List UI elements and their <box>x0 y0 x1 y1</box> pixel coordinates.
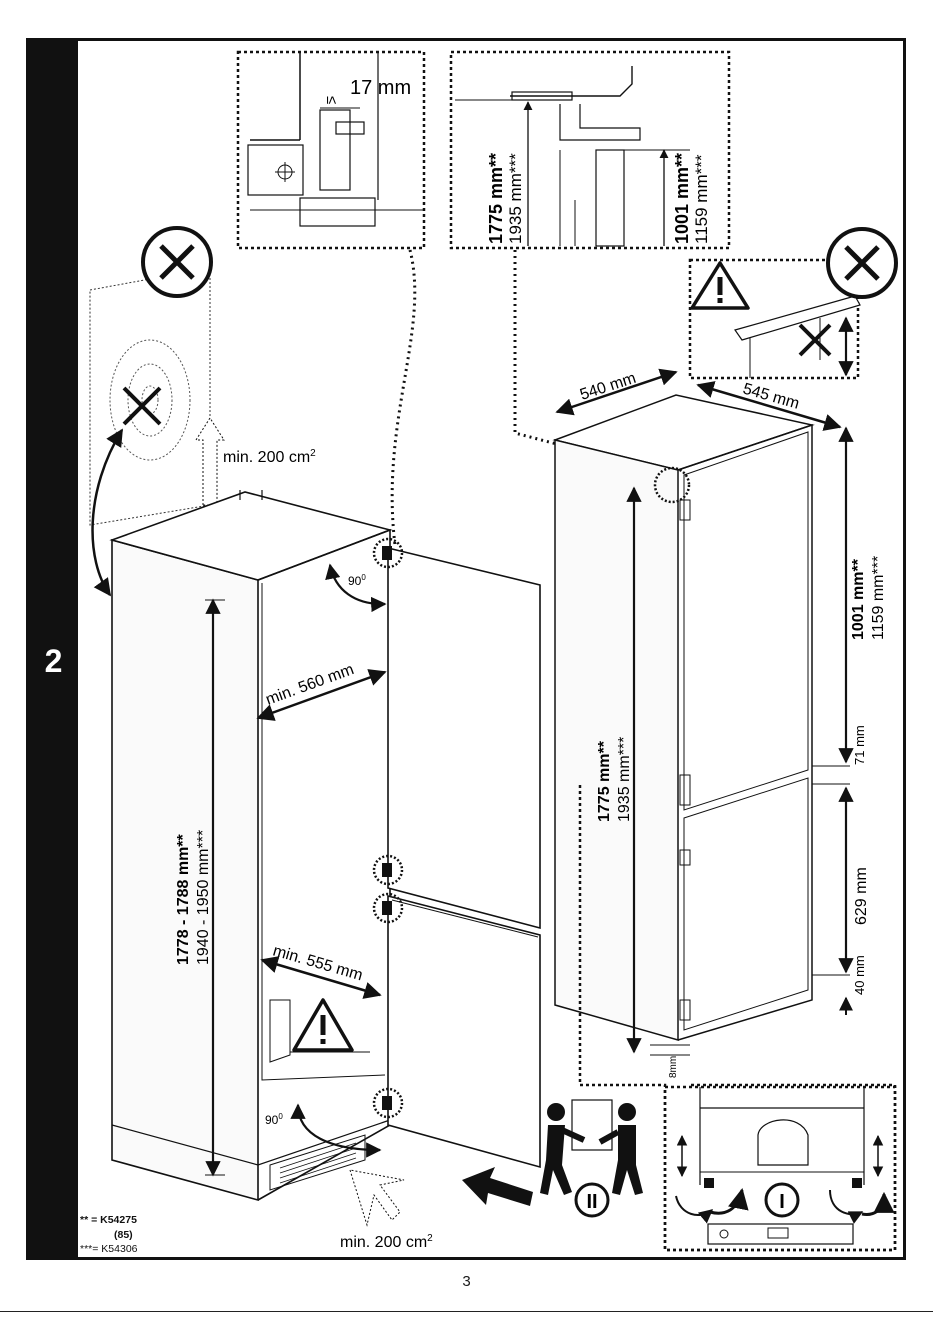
appliance-height-bold: 1775 mm** <box>596 740 613 822</box>
page-number: 3 <box>0 1273 933 1290</box>
appliance-gap-label: 71 mm <box>852 725 867 765</box>
width-upper-label: min. 560 mm <box>264 661 357 709</box>
person-icon <box>547 1103 565 1121</box>
cross-icon <box>800 325 830 355</box>
footnote-85: (85) <box>114 1229 133 1241</box>
detail-height-check: 1775 mm** 1935 mm*** 1001 mm** 1159 mm**… <box>451 52 729 248</box>
detail-hinge-clearance: ≤ 17 mm <box>238 52 424 248</box>
appliance-drawing: 540 mm 545 mm 1775 mm** 1935 mm*** 1001 … <box>555 370 887 1078</box>
warning-icon <box>294 1000 352 1050</box>
angle-top-sup: 0 <box>361 573 366 582</box>
vent-arrow-icon <box>196 418 224 505</box>
warning-icon <box>692 263 748 308</box>
appliance-lower-label: 629 mm <box>853 867 870 925</box>
appliance-width-label: 540 mm <box>578 370 638 404</box>
vent-bottom-sup: 2 <box>427 1233 433 1244</box>
cabinet-height-bold: 1778 - 1788 mm** <box>175 833 192 965</box>
appliance-height-regular: 1935 mm*** <box>616 737 633 822</box>
footnote-k54275: ** = K54275 <box>80 1214 137 1226</box>
hinge-icon <box>382 863 392 877</box>
vent-top: min. 200 cm2 <box>196 418 316 505</box>
vent-arrow-icon <box>350 1170 404 1225</box>
angle-bottom-sup: 0 <box>278 1112 283 1121</box>
appliance-depth-label: 545 mm <box>741 381 801 413</box>
detail-levelling: I <box>665 1087 895 1250</box>
spirit-level-icon <box>708 1224 853 1244</box>
hinge-icon <box>382 1096 392 1110</box>
detail-height-regular: 1935 mm*** <box>506 153 525 244</box>
angle-bottom-label: 90 <box>265 1113 279 1127</box>
detail-upper-regular: 1159 mm*** <box>692 154 711 244</box>
footnote-k54306: ***= K54306 <box>80 1243 138 1255</box>
vent-top-label: min. 200 cm <box>223 449 310 466</box>
hinge-icon <box>382 901 392 915</box>
vent-top-sup: 2 <box>310 448 316 459</box>
detail-upper-bold: 1001 mm** <box>672 153 692 244</box>
person-icon <box>618 1103 636 1121</box>
svg-text:min. 200 cm2: min. 200 cm2 <box>340 1233 433 1251</box>
cabinet-height-regular: 1940 - 1950 mm*** <box>195 830 212 965</box>
cabinet-drawing: 900 900 min. 560 mm min. 555 mm 1778 - 1… <box>112 490 540 1251</box>
hinge-icon <box>382 546 392 560</box>
detail-le-symbol: ≤ <box>323 96 340 104</box>
detail-height-bold: 1775 mm** <box>486 153 506 244</box>
appliance-base-label: 40 mm <box>852 955 867 995</box>
bottom-rule <box>0 1311 933 1312</box>
detail-top-warning <box>690 229 896 378</box>
cross-icon <box>124 388 160 424</box>
step-two-label: II <box>586 1191 597 1213</box>
detail-17mm-label: 17 mm <box>350 77 411 99</box>
angle-top-label: 90 <box>348 574 362 588</box>
appliance-upper-regular: 1159 mm*** <box>870 556 887 640</box>
svg-text:900: 900 <box>348 573 366 588</box>
step-one-label: I <box>779 1191 785 1213</box>
appliance-upper-bold: 1001 mm** <box>850 558 867 640</box>
appliance-foot-label: 8mm <box>668 1056 679 1078</box>
svg-text:min. 200 cm2: min. 200 cm2 <box>223 448 316 466</box>
svg-text:900: 900 <box>265 1112 283 1127</box>
push-arrow-icon <box>462 1167 533 1206</box>
width-lower-label: min. 555 mm <box>271 943 365 985</box>
vent-bottom-label: min. 200 cm <box>340 1234 427 1251</box>
